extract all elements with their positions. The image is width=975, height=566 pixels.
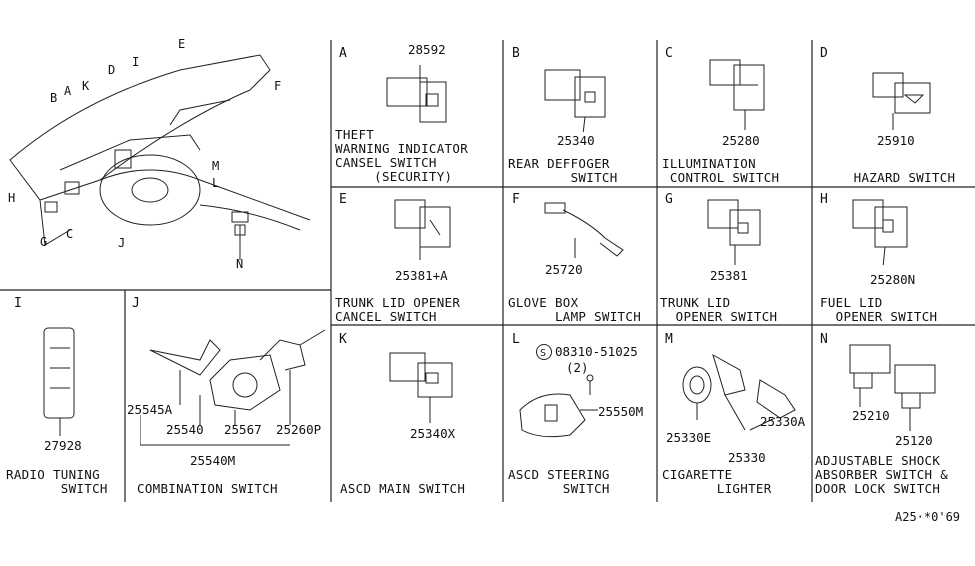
callout-M: M bbox=[212, 159, 219, 173]
callout-N: N bbox=[236, 257, 243, 271]
dashboard-overview-drawing: A B C D E F G H I J K L M N bbox=[8, 37, 311, 271]
cell-l-letter: L bbox=[512, 332, 520, 347]
cell-a-caption: THEFT WARNING INDICATOR CANSEL SWITCH (S… bbox=[335, 127, 469, 184]
trunk-cancel-switch-drawing bbox=[394, 199, 451, 260]
rear-defogger-switch-drawing bbox=[544, 69, 606, 132]
cell-j-part-25540m: 25540M bbox=[190, 453, 236, 468]
cell-l-caption: ASCD STEERING SWITCH bbox=[508, 467, 610, 496]
screw-s-symbol-icon: S bbox=[536, 344, 552, 360]
callout-H: H bbox=[8, 191, 15, 205]
cell-l-screw-qty: (2) bbox=[566, 360, 589, 375]
cell-k-caption: ASCD MAIN SWITCH bbox=[340, 481, 466, 496]
cell-n-caption: ADJUSTABLE SHOCK ABSORBER SWITCH & DOOR … bbox=[815, 453, 949, 496]
cell-m-letter: M bbox=[665, 332, 673, 347]
cell-b-letter: B bbox=[512, 46, 520, 61]
cell-h-letter: H bbox=[820, 192, 828, 207]
cell-c-letter: C bbox=[665, 46, 673, 61]
callout-K: K bbox=[82, 79, 90, 93]
cell-c-caption: ILLUMINATION CONTROL SWITCH bbox=[662, 156, 780, 185]
cell-h-caption: FUEL LID OPENER SWITCH bbox=[820, 295, 938, 324]
cell-i-letter: I bbox=[14, 296, 22, 311]
cell-l-screw-part: 08310-51025 bbox=[555, 344, 638, 359]
cell-h-part-number: 25280N bbox=[870, 272, 916, 287]
cell-e-caption: TRUNK LID OPENER CANCEL SWITCH bbox=[335, 295, 461, 324]
callout-G: G bbox=[40, 235, 47, 249]
cell-a-letter: A bbox=[339, 46, 347, 61]
cell-e-letter: E bbox=[339, 192, 347, 207]
combination-switch-drawing bbox=[140, 329, 326, 446]
cell-d-part-number: 25910 bbox=[877, 133, 915, 148]
cell-l-part-number: 25550M bbox=[598, 404, 644, 419]
cell-i-caption: RADIO TUNING SWITCH bbox=[6, 467, 108, 496]
cell-g-part-number: 25381 bbox=[710, 268, 748, 283]
shock-absorber-door-lock-switch-drawing bbox=[849, 344, 936, 431]
cell-i-part-number: 27928 bbox=[44, 438, 82, 453]
callout-C: C bbox=[66, 227, 73, 241]
radio-tuning-switch-drawing bbox=[43, 327, 75, 436]
cell-n-part-25120: 25120 bbox=[895, 433, 933, 448]
cell-d-letter: D bbox=[820, 46, 828, 61]
callout-L: L bbox=[212, 176, 219, 190]
cell-j-caption: COMBINATION SWITCH bbox=[137, 481, 278, 496]
cell-b-part-number: 25340 bbox=[557, 133, 595, 148]
callout-E: E bbox=[178, 37, 185, 51]
cell-j-letter: J bbox=[132, 296, 140, 311]
cell-n-letter: N bbox=[820, 332, 828, 347]
callout-J: J bbox=[118, 236, 125, 250]
cell-j-part-25260p: 25260P bbox=[276, 422, 322, 437]
glove-box-lamp-switch-drawing bbox=[544, 202, 624, 258]
cell-d-caption: HAZARD SWITCH bbox=[838, 170, 956, 185]
cell-k-letter: K bbox=[339, 332, 347, 347]
trunk-opener-switch-drawing bbox=[707, 199, 761, 265]
ascd-main-switch-drawing bbox=[389, 352, 453, 423]
cell-j-part-25540: 25540 bbox=[166, 422, 204, 437]
cell-c-part-number: 25280 bbox=[722, 133, 760, 148]
diagram-code: A25·*0'69 bbox=[895, 510, 961, 524]
cell-g-caption: TRUNK LID OPENER SWITCH bbox=[660, 295, 778, 324]
cell-m-part-25330e: 25330E bbox=[666, 430, 712, 445]
cell-n-part-25210: 25210 bbox=[852, 408, 890, 423]
callout-B: B bbox=[50, 91, 57, 105]
illumination-switch-drawing bbox=[709, 59, 765, 130]
cell-a-part-number: 28592 bbox=[408, 42, 446, 57]
cell-k-part-number: 25340X bbox=[410, 426, 456, 441]
svg-text:S: S bbox=[540, 348, 546, 359]
ascd-steering-switch-drawing bbox=[519, 374, 598, 438]
cell-e-part-number: 25381+A bbox=[395, 268, 448, 283]
cell-j-part-25567: 25567 bbox=[224, 422, 262, 437]
callout-D: D bbox=[108, 63, 115, 77]
cell-m-part-25330a: 25330A bbox=[760, 414, 806, 429]
cell-f-letter: F bbox=[512, 192, 520, 207]
hazard-switch-drawing bbox=[872, 72, 931, 130]
callout-A: A bbox=[64, 84, 72, 98]
cell-g-letter: G bbox=[665, 192, 673, 207]
cell-m-caption: CIGARETTE LIGHTER bbox=[662, 467, 772, 496]
fuel-lid-switch-drawing bbox=[852, 199, 908, 265]
callout-I: I bbox=[132, 55, 139, 69]
cell-f-part-number: 25720 bbox=[545, 262, 583, 277]
cell-f-caption: GLOVE BOX LAMP SWITCH bbox=[508, 295, 642, 324]
cell-m-part-25330: 25330 bbox=[728, 450, 766, 465]
callout-F: F bbox=[274, 79, 281, 93]
cell-j-part-25545a: 25545A bbox=[127, 402, 173, 417]
theft-switch-drawing bbox=[386, 65, 447, 123]
cigarette-lighter-drawing bbox=[682, 353, 796, 431]
cell-b-caption: REAR DEFFOGER SWITCH bbox=[508, 156, 618, 185]
